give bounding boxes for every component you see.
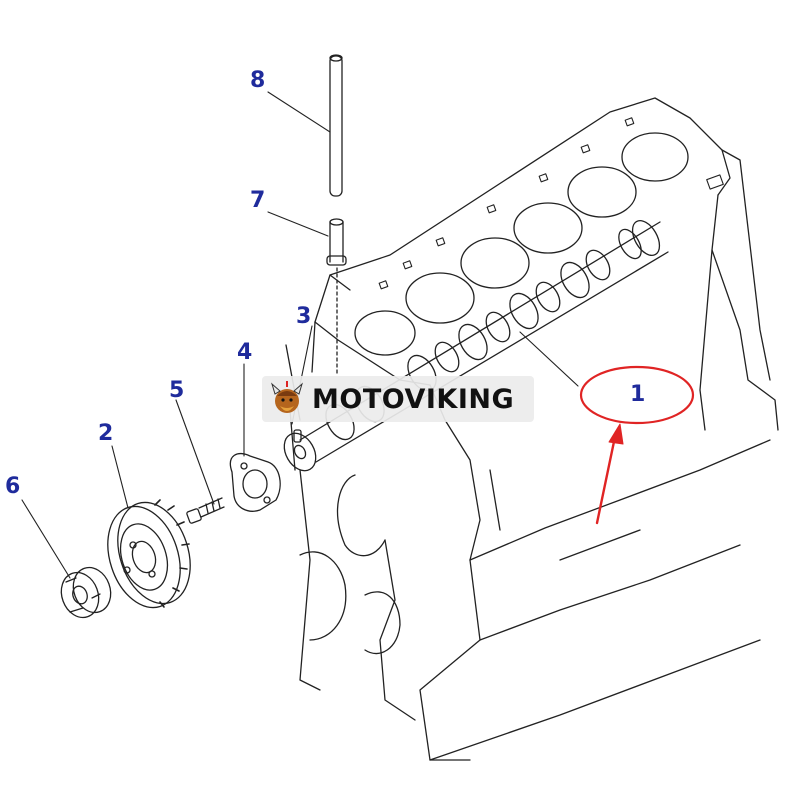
bolt <box>186 497 225 524</box>
watermark: MOTOVIKING <box>262 376 534 422</box>
callout-5: 5 <box>169 378 185 403</box>
watermark-text: MOTOVIKING <box>312 383 515 415</box>
push-rod <box>329 54 343 197</box>
cylinder-block <box>289 97 779 761</box>
nut <box>60 566 112 619</box>
callout-8: 8 <box>250 68 266 93</box>
viking-logo-icon <box>271 381 303 413</box>
thrust-plate <box>229 452 281 512</box>
cam-gear <box>107 499 191 609</box>
highlight-arrow <box>595 423 624 525</box>
callout-6: 6 <box>5 474 21 499</box>
leader-lines <box>21 91 579 579</box>
callout-7: 7 <box>250 188 266 213</box>
callout-1: 1 <box>630 382 646 407</box>
callout-3: 3 <box>296 304 312 329</box>
highlight-ellipse <box>579 365 695 425</box>
callout-4: 4 <box>237 340 253 365</box>
tappet <box>326 218 347 376</box>
callout-2: 2 <box>98 421 114 446</box>
